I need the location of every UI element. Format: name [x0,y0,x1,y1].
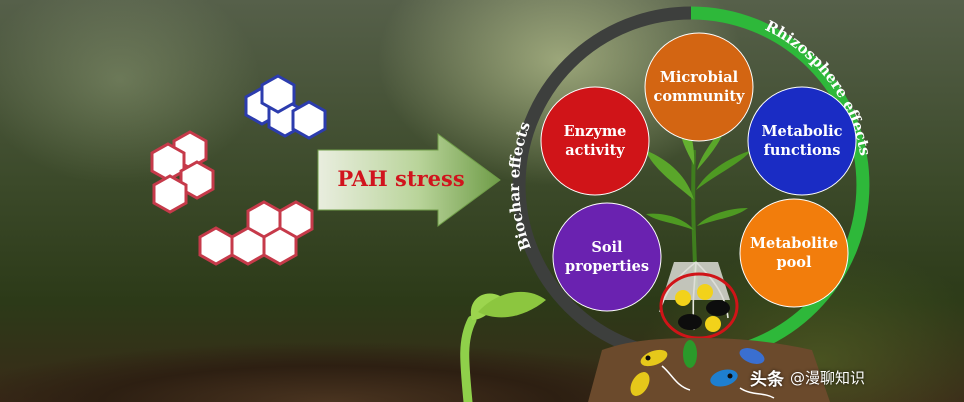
watermark-handle: @漫聊知识 [790,368,866,387]
watermark: 头条 @漫聊知识 [750,362,865,392]
pah-stress-arrow [317,133,501,227]
pah-molecule-blue [244,74,327,140]
enzyme-activity-circle [540,86,650,196]
biochar-arc [512,6,692,364]
metabolic-functions-circle [747,86,857,196]
pah-molecule-red-2 [198,200,314,266]
microbe-cluster [659,272,739,340]
soil-microbes [630,340,775,399]
soil-properties-circle [552,202,662,312]
pah-molecule-red-1 [150,130,215,214]
pah-stress-label: PAH stress [337,165,465,191]
microbial-community-circle [644,32,754,142]
watermark-brand: 头条 [750,369,784,390]
rhizosphere-arc [690,6,870,364]
metabolite-pool-circle [739,198,849,308]
effect-circles [540,32,857,312]
seedling-illustration [460,291,546,402]
